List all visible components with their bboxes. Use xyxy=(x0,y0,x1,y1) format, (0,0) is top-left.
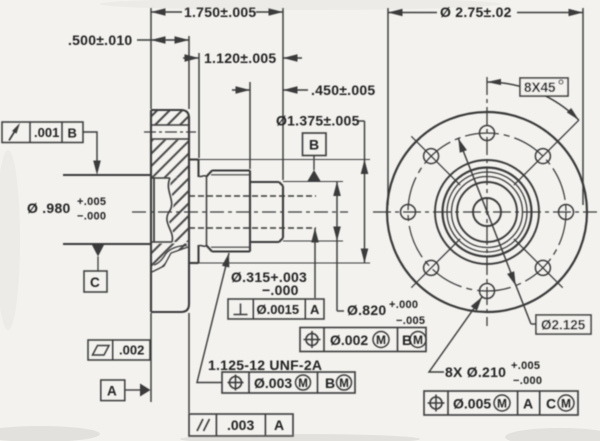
svg-text:8X45: 8X45 xyxy=(524,80,556,95)
svg-text:−.000: −.000 xyxy=(262,282,299,298)
svg-text:+.000: +.000 xyxy=(389,299,418,311)
svg-text:1.125-12 UNF-2A: 1.125-12 UNF-2A xyxy=(208,357,322,373)
svg-text:B: B xyxy=(68,126,77,141)
svg-text:1.120±.005: 1.120±.005 xyxy=(204,50,276,66)
svg-text:1.750±.005: 1.750±.005 xyxy=(184,4,256,20)
svg-text:Ø.315+.003: Ø.315+.003 xyxy=(231,269,307,285)
svg-text:Ø.003: Ø.003 xyxy=(254,375,292,391)
svg-text:.002: .002 xyxy=(119,343,144,358)
svg-text:A: A xyxy=(274,417,284,433)
svg-text:Ø.0015: Ø.0015 xyxy=(257,302,300,317)
svg-text:M: M xyxy=(339,378,349,390)
svg-text:B: B xyxy=(309,137,319,153)
svg-text:M: M xyxy=(561,397,571,411)
svg-text:+.005: +.005 xyxy=(77,196,106,208)
svg-text:Ø 2.75±.02: Ø 2.75±.02 xyxy=(440,4,512,20)
svg-text:B: B xyxy=(402,332,412,348)
svg-text:A: A xyxy=(310,302,320,317)
svg-text:.003: .003 xyxy=(227,417,254,433)
svg-text:+.005: +.005 xyxy=(511,360,540,372)
svg-text:C: C xyxy=(90,275,100,290)
svg-text:A: A xyxy=(523,396,533,412)
svg-text:Ø .980: Ø .980 xyxy=(27,200,71,216)
svg-text:.001: .001 xyxy=(34,125,59,140)
svg-text:Ø.820: Ø.820 xyxy=(347,302,386,318)
svg-text:.450±.005: .450±.005 xyxy=(311,82,375,98)
svg-text:.500±.010: .500±.010 xyxy=(68,32,132,48)
svg-text:C: C xyxy=(546,396,556,412)
svg-text:Ø.005: Ø.005 xyxy=(453,396,491,412)
svg-text:8X Ø.210: 8X Ø.210 xyxy=(445,364,506,380)
svg-text:Ø1.375±.005: Ø1.375±.005 xyxy=(276,113,360,129)
svg-text:Ø.002: Ø.002 xyxy=(330,332,368,348)
svg-text:A: A xyxy=(107,384,117,399)
svg-text:−.005: −.005 xyxy=(396,315,425,327)
svg-text:−.000: −.000 xyxy=(513,375,542,387)
svg-text:M: M xyxy=(376,333,386,347)
svg-text:M: M xyxy=(497,397,507,411)
svg-text:M: M xyxy=(413,333,423,347)
svg-text:M: M xyxy=(298,378,308,390)
svg-text:B: B xyxy=(325,375,335,391)
svg-text:−.000: −.000 xyxy=(77,211,106,223)
svg-text:Ø2.125: Ø2.125 xyxy=(541,318,586,333)
